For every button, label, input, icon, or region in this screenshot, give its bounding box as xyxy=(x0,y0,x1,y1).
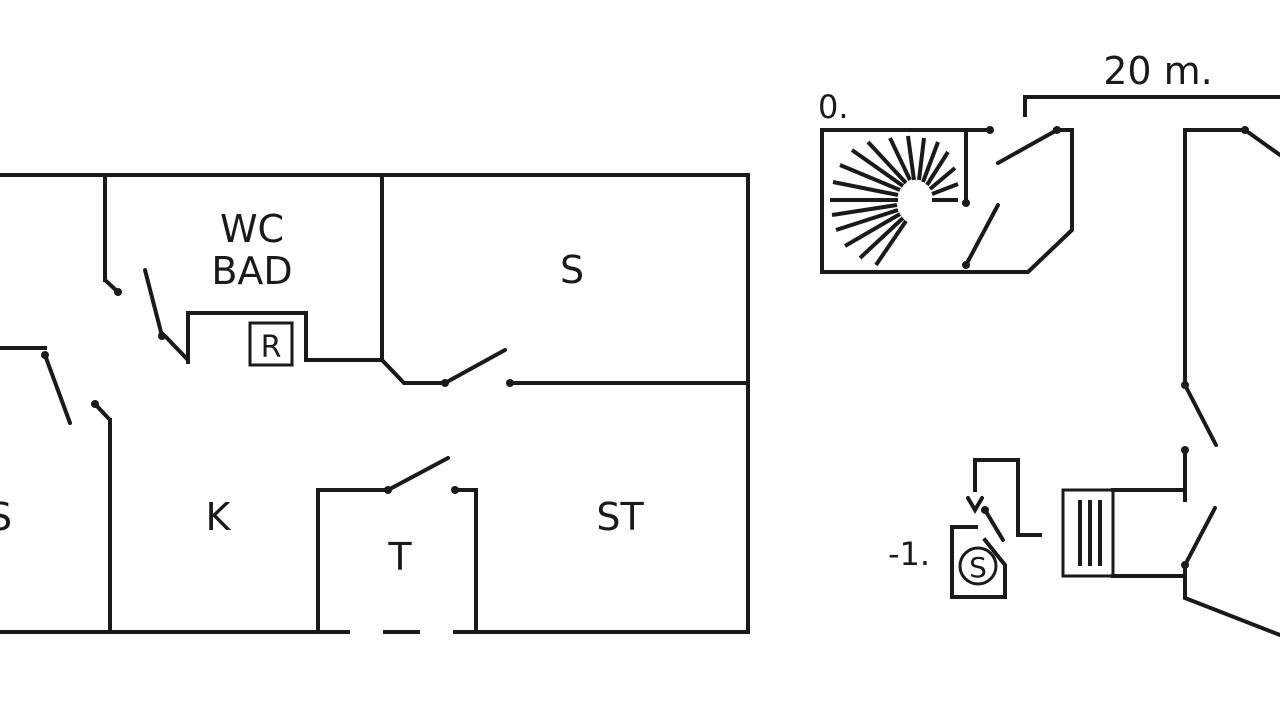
door-hinge xyxy=(158,332,166,340)
sauna-entry-arrow xyxy=(966,496,984,514)
corridor-wall-top xyxy=(1183,128,1247,387)
door-hinge xyxy=(451,486,459,494)
room-label-bedroom: S xyxy=(560,248,584,292)
door-hinge xyxy=(1181,446,1189,454)
room-label-toilet: T xyxy=(387,535,412,579)
sauna-wall xyxy=(973,458,1042,537)
corridor-door-mid xyxy=(1183,383,1218,447)
toilet-wall xyxy=(316,488,390,634)
stair-door-bottom xyxy=(964,203,1000,267)
door-hinge xyxy=(1181,381,1189,389)
sauna-door xyxy=(983,508,1005,542)
radiator-label: R xyxy=(261,330,282,365)
door-wc-swing xyxy=(143,268,164,338)
door-hinge xyxy=(91,400,99,408)
stair-door-top xyxy=(996,128,1059,165)
level-label-basement: -1. xyxy=(888,535,930,573)
scale-line xyxy=(1023,95,1280,117)
scale-label: 20 m. xyxy=(1103,49,1213,93)
sauna-room xyxy=(950,525,1007,599)
scale-bar: 20 m. xyxy=(1023,49,1280,117)
door-toilet xyxy=(386,456,450,492)
room-label-kitchen: K xyxy=(206,495,232,539)
door-bedroom xyxy=(443,348,507,385)
door-left-room xyxy=(43,353,72,425)
wc-wall-bottom xyxy=(186,311,384,364)
door-hinge xyxy=(981,506,989,514)
stair-landing xyxy=(1111,488,1187,578)
level-0-detail: 0. xyxy=(818,88,1074,274)
door-hinge xyxy=(384,486,392,494)
room-label-wc: WC xyxy=(220,207,284,251)
stair-enclosure xyxy=(820,128,1074,274)
door-hinge xyxy=(986,126,994,134)
straight-stair xyxy=(1061,488,1115,578)
spiral-stair xyxy=(830,135,959,267)
main-floor: R WC BAD S S K T ST xyxy=(0,173,750,634)
corridor-wall-bottom xyxy=(1183,563,1280,638)
room-label-bad: BAD xyxy=(211,249,292,293)
room-label-left-partial: S xyxy=(0,495,12,539)
door-hinge xyxy=(41,351,49,359)
room-label-sauna: S xyxy=(969,551,987,584)
door-hinge xyxy=(1181,561,1189,569)
door-hinge xyxy=(962,261,970,269)
toilet-wall-right xyxy=(453,488,478,634)
corridor-door-low xyxy=(1183,506,1217,567)
radiator-box xyxy=(248,321,294,367)
door-wc-diag xyxy=(163,334,190,362)
corridor xyxy=(1181,126,1280,638)
door-hinge xyxy=(1241,126,1249,134)
bedroom-corner-wall xyxy=(379,357,442,385)
door-hinge xyxy=(441,379,449,387)
level-label-ground: 0. xyxy=(818,88,849,126)
corridor-door-top xyxy=(1243,128,1280,157)
door-hinge xyxy=(962,199,970,207)
door-hinge xyxy=(1053,126,1061,134)
door-hinge xyxy=(114,288,122,296)
sauna-symbol xyxy=(958,546,998,586)
room-label-living: ST xyxy=(596,495,644,539)
level-minus1-detail: -1. S xyxy=(888,458,1187,599)
door-hinge xyxy=(506,379,514,387)
